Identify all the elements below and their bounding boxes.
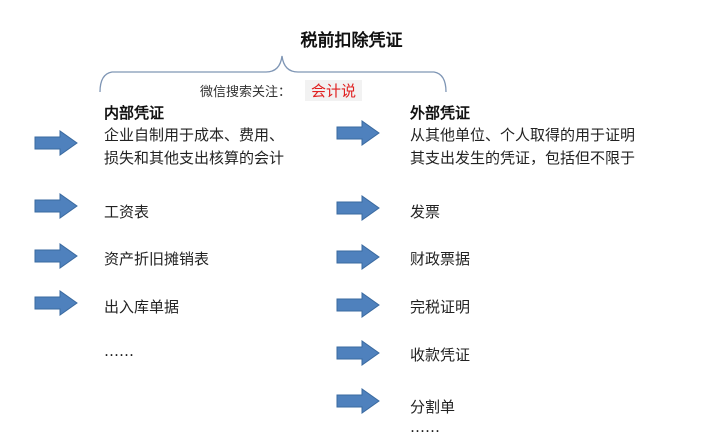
external-description: 从其他单位、个人取得的用于证明 其支出发生的凭证，包括但不限于	[410, 124, 635, 170]
internal-description: 企业自制用于成本、费用、 损失和其他支出核算的会计	[104, 124, 284, 170]
arrow-right-icon	[34, 130, 78, 156]
internal-item-depreciation: 资产折旧摊销表	[104, 250, 210, 268]
internal-heading: 内部凭证	[104, 104, 165, 122]
arrow-right-icon	[336, 244, 380, 270]
internal-item-warehouse: 出入库单据	[104, 298, 180, 316]
arrow-right-icon	[34, 193, 78, 219]
follow-note: 微信搜索关注：	[200, 85, 292, 100]
external-item-tax-certificate: 完税证明	[410, 298, 471, 316]
page-title: 税前扣除凭证	[300, 31, 403, 51]
external-description-line: 其支出发生的凭证，包括但不限于	[410, 149, 636, 167]
external-description-line: 从其他单位、个人取得的用于证明	[410, 126, 636, 144]
external-item-invoice: 发票	[410, 203, 441, 221]
internal-item-payroll: 工资表	[104, 203, 150, 221]
internal-item-more: ……	[104, 342, 134, 360]
arrow-right-icon	[34, 290, 78, 316]
brand-label: 会计说	[305, 80, 363, 101]
arrow-right-icon	[336, 292, 380, 318]
arrow-right-icon	[336, 120, 380, 146]
arrow-right-icon	[34, 243, 78, 269]
external-heading: 外部凭证	[410, 104, 471, 122]
internal-description-line: 损失和其他支出核算的会计	[104, 149, 285, 167]
brace-bracket	[99, 55, 447, 93]
external-item-receipt-voucher: 收款凭证	[410, 346, 471, 364]
arrow-right-icon	[336, 340, 380, 366]
external-item-split-sheet: 分割单	[410, 398, 456, 416]
external-item-fiscal-receipt: 财政票据	[410, 250, 471, 268]
arrow-right-icon	[336, 195, 380, 221]
internal-description-line: 企业自制用于成本、费用、	[104, 126, 285, 144]
external-item-more: ……	[410, 418, 440, 436]
arrow-right-icon	[336, 388, 380, 414]
